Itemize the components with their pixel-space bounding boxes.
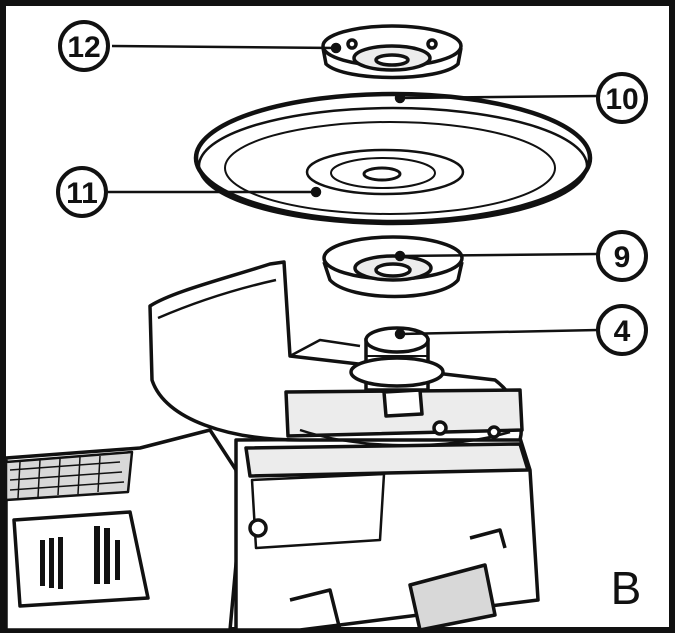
leader-12	[111, 44, 337, 50]
leader-12-dot	[330, 42, 342, 54]
guard-inner-edge	[289, 338, 361, 358]
side-handle-mount	[408, 563, 497, 632]
grinder-body	[4, 428, 540, 632]
callout-11: 11	[56, 166, 108, 218]
vent-slots	[40, 526, 120, 589]
leader-10	[399, 94, 599, 100]
callout-10-label: 10	[605, 83, 638, 116]
arrow-marker	[469, 528, 507, 549]
leader-4	[399, 328, 599, 336]
nut-pin-hole-right	[426, 38, 438, 50]
leader-9-dot	[394, 250, 406, 262]
wheel-lower-edge	[197, 106, 589, 226]
figure-letter: B	[611, 562, 642, 614]
callout-4: 4	[596, 304, 648, 356]
clamp-lever	[382, 388, 424, 418]
grinding-wheel	[193, 91, 593, 226]
nut-pin-hole-left	[346, 38, 358, 50]
callout-12-label: 12	[67, 31, 100, 64]
wheel-ring-3	[330, 157, 436, 189]
screw-head	[248, 518, 268, 538]
collar-bolt-right	[487, 425, 501, 439]
gear-head-window	[250, 472, 386, 550]
collar-ring	[299, 428, 511, 447]
leader-4-dot	[394, 328, 406, 340]
wheel-guard	[148, 260, 524, 447]
callout-12: 12	[58, 20, 110, 72]
callout-11-label: 11	[66, 177, 98, 210]
flange-nut	[321, 24, 463, 80]
wheel-ring-2	[305, 148, 465, 196]
guard-rim	[157, 278, 277, 320]
leader-10-dot	[394, 92, 406, 104]
callout-9: 9	[596, 230, 648, 282]
housing-detail	[289, 588, 342, 631]
callout-10: 10	[596, 72, 648, 124]
callout-4-label: 4	[614, 315, 631, 348]
leader-lines	[108, 42, 599, 340]
wheel-center-hole	[362, 166, 402, 182]
callout-9-label: 9	[614, 241, 631, 274]
leader-11-dot	[310, 186, 322, 198]
nut-bore	[374, 53, 410, 67]
inner-flange	[322, 235, 464, 299]
switch-panel	[12, 510, 150, 608]
flange-bore	[374, 262, 412, 278]
wheel-ring-1	[224, 121, 556, 215]
spindle-collar	[349, 356, 445, 388]
grip-pattern	[9, 455, 125, 499]
gear-head-top	[244, 442, 530, 478]
leader-9	[399, 252, 599, 258]
collar-bolt	[432, 420, 448, 436]
